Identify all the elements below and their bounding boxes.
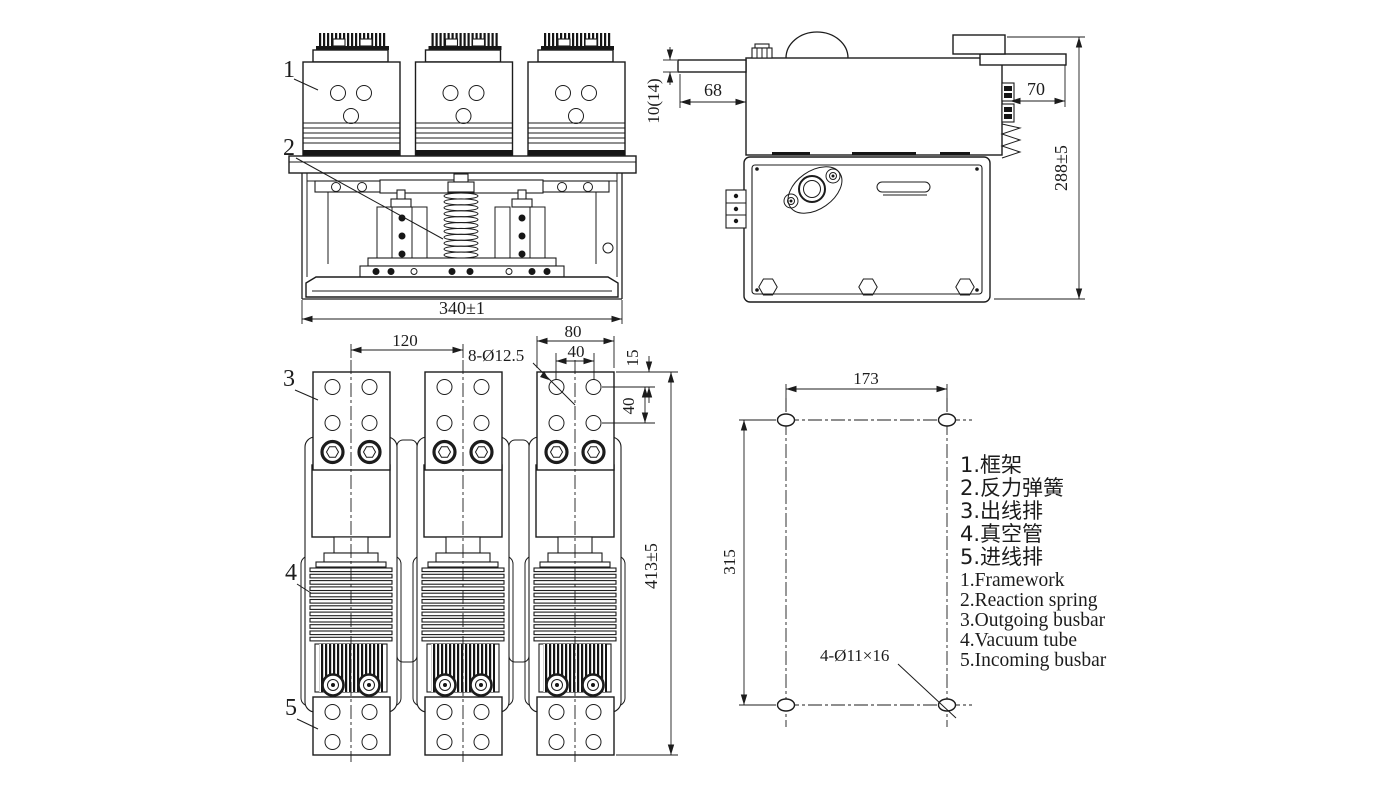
dim-pole-pitch: 120: [350, 331, 464, 358]
mount-hole: [937, 698, 957, 712]
mount-hole: [937, 413, 957, 427]
hex-hole: [858, 278, 878, 296]
svg-text:70: 70: [1027, 79, 1045, 99]
svg-text:80: 80: [565, 322, 582, 341]
hex-hole: [758, 278, 778, 296]
svg-text:3: 3: [283, 366, 295, 392]
dim-mount-height: 315: [720, 419, 776, 706]
legend-en-outgoing-busbar: 3.Outgoing busbar: [960, 610, 1106, 631]
svg-text:68: 68: [704, 80, 722, 100]
wire-squiggle: [1000, 123, 1022, 159]
legend-zh-incoming-busbar: 5.进线排: [960, 545, 1043, 569]
mount-hole: [776, 698, 796, 712]
hex-hole: [955, 278, 975, 296]
svg-text:40: 40: [619, 398, 638, 415]
legend-en-framework: 1.Framework: [960, 570, 1065, 591]
svg-text:1: 1: [283, 57, 295, 83]
part-label-vacuum-tube: 4: [285, 560, 312, 594]
dim-front-width: 340±1: [301, 298, 623, 324]
right-busbar: [979, 53, 1067, 66]
mounting-pattern-view: 173 315 4-Ø11×16: [720, 369, 972, 727]
legend-zh-outgoing-busbar: 3.出线排: [960, 499, 1043, 523]
svg-text:4-Ø11×16: 4-Ø11×16: [820, 646, 889, 665]
front-view-bottom: 120 80 40 8-Ø12.5 15 4: [283, 322, 678, 764]
dim-text-340: 340±1: [439, 298, 485, 318]
reaction-spring: [443, 173, 479, 259]
part-label-outgoing-busbar: 3: [283, 366, 319, 401]
svg-text:8-Ø12.5: 8-Ø12.5: [468, 346, 524, 365]
legend-zh-vacuum-tube: 4.真空管: [960, 522, 1043, 546]
dim-rod-length: 68: [679, 74, 746, 108]
part-label-incoming-busbar: 5: [285, 695, 319, 730]
dim-hole-spacing-v: 40: [602, 387, 655, 424]
svg-text:120: 120: [392, 331, 418, 350]
svg-text:40: 40: [568, 342, 585, 361]
svg-text:4: 4: [285, 560, 297, 586]
legend-zh-reaction-spring: 2.反力弹簧: [960, 476, 1064, 500]
mechanism-housing: [745, 57, 1003, 156]
mount-hole: [776, 413, 796, 427]
part-label-reaction-spring: 2: [283, 135, 444, 240]
top-right-block: [952, 34, 1006, 55]
svg-text:15: 15: [623, 350, 642, 367]
dim-overall-height: 413±5: [616, 371, 678, 756]
legend-en-vacuum-tube: 4.Vacuum tube: [960, 630, 1077, 651]
dim-mount-width: 173: [785, 369, 948, 412]
part-label-framework: 1: [283, 57, 319, 91]
legend-en-reaction-spring: 2.Reaction spring: [960, 590, 1098, 611]
base-plates: [305, 257, 619, 298]
base-box-side: [725, 156, 991, 303]
callout-mount-holes: 4-Ø11×16: [820, 646, 957, 719]
svg-text:5: 5: [285, 695, 297, 721]
side-spring-stacks: [376, 189, 546, 263]
svg-text:2: 2: [283, 135, 295, 161]
legend-en-incoming-busbar: 5.Incoming busbar: [960, 650, 1107, 671]
svg-text:413±5: 413±5: [641, 543, 661, 589]
callout-holes: 8-Ø12.5: [468, 346, 576, 406]
svg-text:173: 173: [853, 369, 879, 388]
dim-hole-spacing-h: 40: [555, 342, 595, 380]
auxiliary-terminals: [1000, 82, 1022, 159]
front-view-top: 340±1 1 2: [283, 32, 637, 324]
left-rod: [677, 59, 747, 73]
slot-opening: [876, 181, 931, 193]
svg-text:10(14): 10(14): [644, 78, 663, 123]
dim-busbar-right: 70: [1010, 65, 1066, 107]
legend-zh-framework: 1.框架: [960, 453, 1022, 477]
dim-rod-thickness: 10(14): [644, 47, 677, 124]
dim-side-height: 288±5: [994, 36, 1085, 300]
svg-text:315: 315: [720, 549, 739, 575]
dome-cover: [785, 31, 849, 59]
legend: 1.框架 2.反力弹簧 3.出线排 4.真空管 5.进线排 1.Framewor…: [960, 453, 1107, 671]
svg-text:288±5: 288±5: [1051, 145, 1071, 191]
side-view: 10(14) 68 70 288±5: [644, 31, 1085, 303]
dim-busbar-width: 80: [536, 322, 615, 368]
